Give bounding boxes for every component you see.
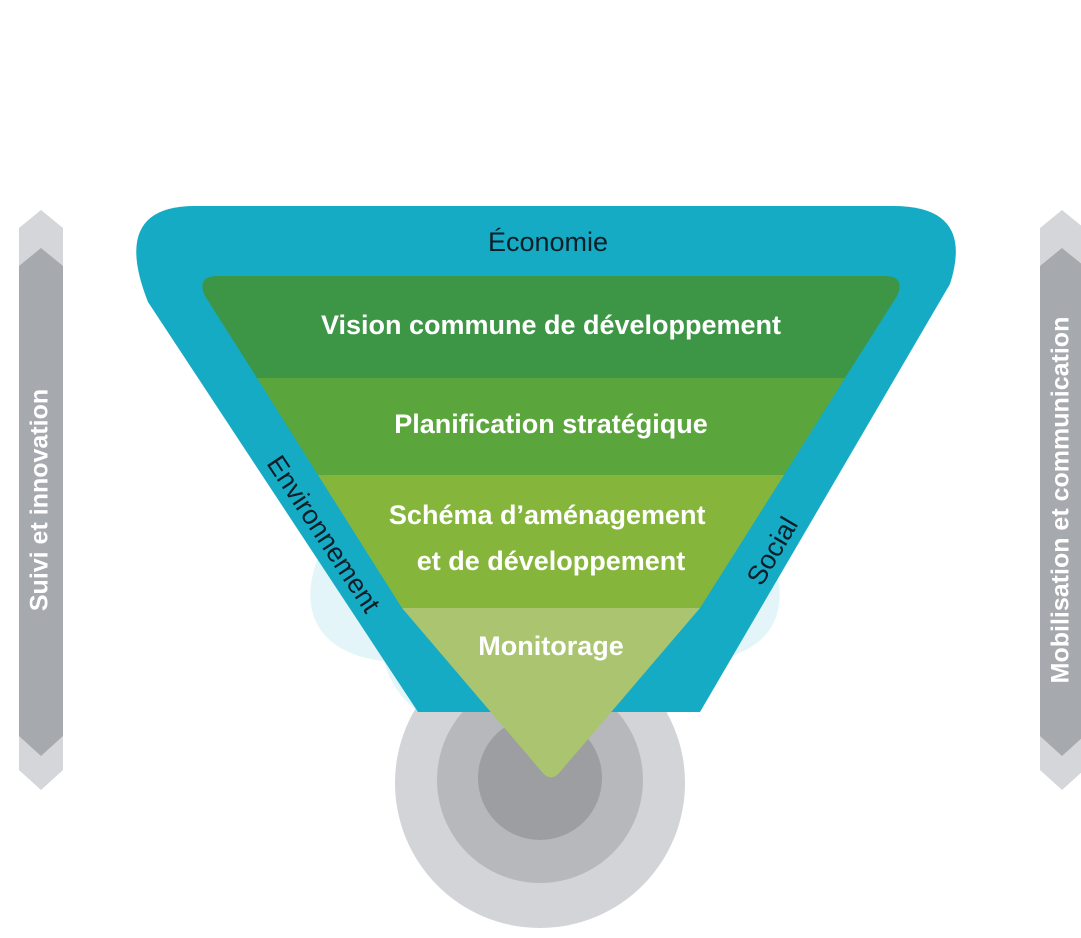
level-label-planification-line: Planification stratégique (394, 409, 708, 439)
left-arrow-inner (19, 248, 63, 756)
level-label-monitorage: Monitorage (478, 631, 624, 661)
level-schema (318, 475, 784, 608)
left-side-label: Suivi et innovation (26, 389, 54, 611)
right-side-label: Mobilisation et communication (1047, 317, 1075, 684)
level-label-schema-line-2: et de développement (417, 546, 686, 576)
level-label-schema-line-1: Schéma d’aménagement (389, 500, 706, 530)
level-label-planification: Planification stratégique (394, 409, 708, 439)
level-label-vision-line: Vision commune de développement (321, 310, 781, 340)
frame-label-top: Économie (488, 227, 608, 257)
left-side-arrow: Suivi et innovation (19, 210, 63, 790)
right-side-arrow: Mobilisation et communication (1040, 210, 1081, 790)
pyramid-levels (202, 276, 900, 778)
right-arrow-inner (1040, 248, 1081, 756)
level-monitorage (402, 608, 700, 778)
level-label-monitorage-line: Monitorage (478, 631, 624, 661)
level-vision (202, 276, 900, 378)
level-label-vision: Vision commune de développement (321, 310, 781, 340)
level-planification (257, 378, 845, 475)
level-label-schema: Schéma d’aménagement et de développement (389, 500, 713, 576)
